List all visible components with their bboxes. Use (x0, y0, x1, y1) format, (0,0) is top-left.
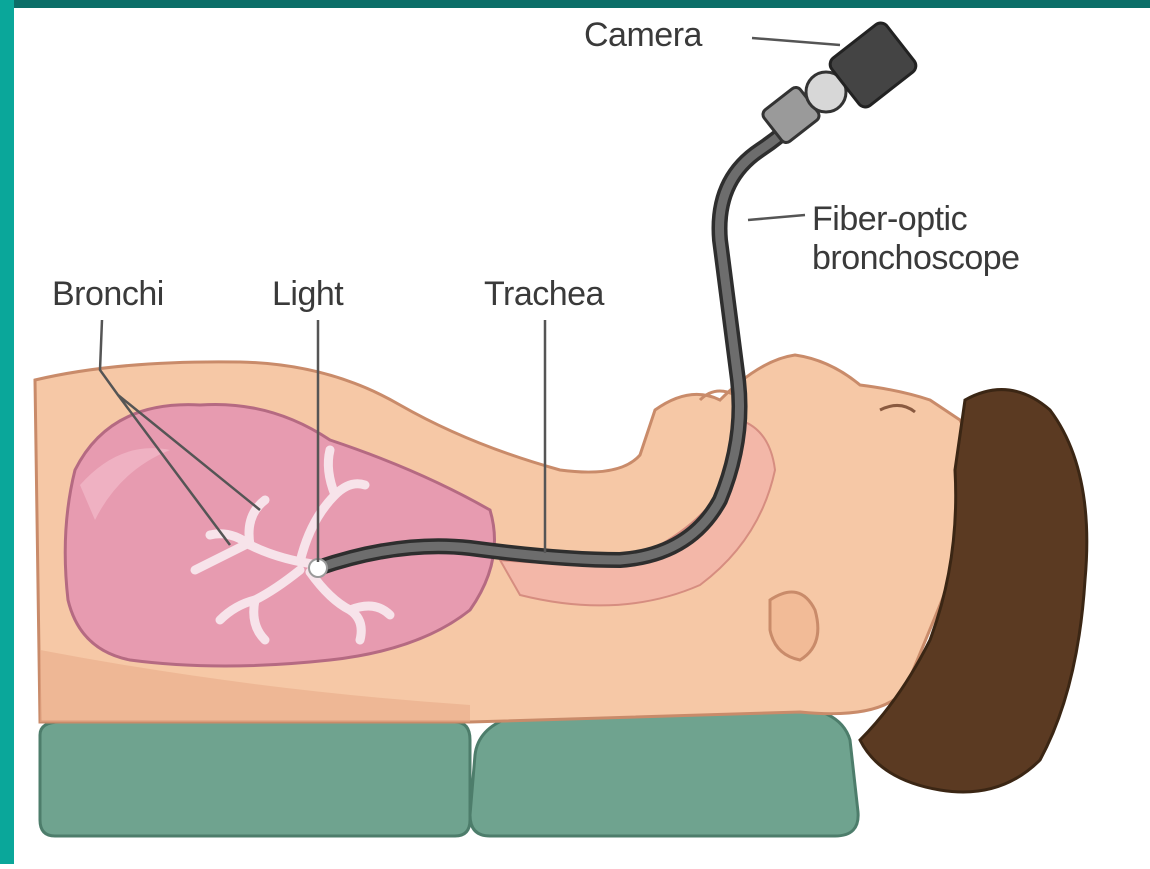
fiber-optic-label-line1: Fiber-optic (812, 200, 1020, 239)
trachea-label: Trachea (484, 275, 604, 314)
pillow (470, 706, 858, 836)
fiber-optic-label-line2: bronchoscope (812, 239, 1020, 278)
light-label: Light (272, 275, 343, 314)
camera-label: Camera (584, 16, 702, 55)
mattress (40, 722, 470, 836)
leader-camera (752, 38, 840, 45)
frame-left-bar (0, 0, 14, 864)
bronchi-label: Bronchi (52, 275, 164, 314)
frame-top-bar (0, 0, 1150, 8)
fiber-optic-label: Fiber-optic bronchoscope (812, 200, 1020, 278)
leader-fiber-optic (748, 215, 805, 220)
